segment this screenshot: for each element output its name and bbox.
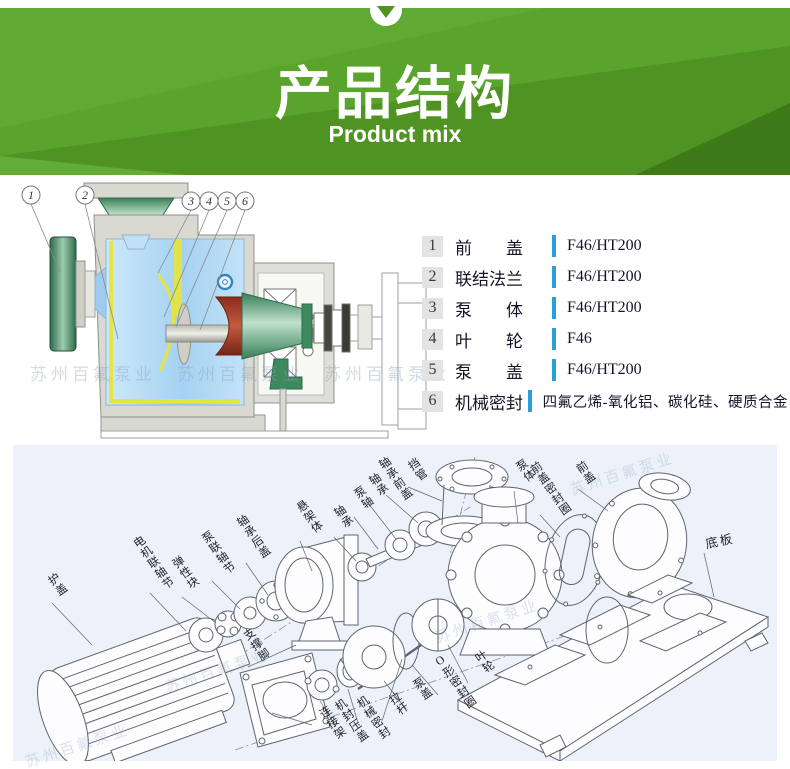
parts-table: 1 前 盖 F46/HT200 2 联结法兰 F46/HT200 3 泵 体 F… xyxy=(422,235,788,421)
part-name: 联结法兰 xyxy=(455,269,523,289)
blue-divider xyxy=(552,359,556,381)
part-name: 叶 轮 xyxy=(455,331,523,351)
row-number: 3 xyxy=(422,297,443,319)
table-row: 4 叶 轮 F46 xyxy=(422,328,788,351)
callout-circles: 1 2 3 4 5 6 xyxy=(21,185,255,211)
exploded-view-section: 护盖 电机联轴节 弹性块 泵联轴节 轴承后盖 悬架体 支撑脚 轴承 泵轴 轴承 … xyxy=(13,445,777,769)
shaft-assembly xyxy=(347,511,444,582)
part-name: 泵 体 xyxy=(455,300,523,320)
part-material: F46 xyxy=(567,330,592,347)
blue-divider xyxy=(527,390,532,412)
callout-6: 6 xyxy=(242,194,248,208)
table-row: 6 机械密封 四氟乙烯-氧化铝、碳化硅、硬质合金 xyxy=(422,390,788,413)
part-name: 泵 盖 xyxy=(455,362,523,382)
exploded-view-drawing xyxy=(37,456,770,761)
page-title: 产品结构 xyxy=(275,62,515,126)
table-row: 5 泵 盖 F46/HT200 xyxy=(422,359,788,382)
callout-3: 3 xyxy=(187,194,194,208)
blue-divider xyxy=(552,297,556,319)
callout-5: 5 xyxy=(224,194,230,208)
page-subtitle: Product mix xyxy=(328,121,462,147)
coupling xyxy=(313,303,351,353)
base-plate xyxy=(100,430,389,439)
row-number: 6 xyxy=(422,390,443,412)
header-banner: 产品结构 Product mix xyxy=(0,0,790,175)
row-number: 5 xyxy=(422,359,443,381)
part-material: 四氟乙烯-氧化铝、碳化硅、硬质合金 xyxy=(542,394,788,411)
blue-divider xyxy=(552,235,556,257)
callout-4: 4 xyxy=(206,194,212,208)
part-material: F46/HT200 xyxy=(567,361,642,378)
part-name: 机械密封 xyxy=(455,393,523,413)
table-row: 3 泵 体 F46/HT200 xyxy=(422,297,788,320)
electric-motor xyxy=(37,617,251,761)
blue-divider xyxy=(552,266,556,288)
impeller xyxy=(411,598,465,652)
part-material: F46/HT200 xyxy=(567,268,642,285)
chevron-down-icon xyxy=(377,6,395,18)
cover-seal-ring xyxy=(585,596,629,664)
banner-background xyxy=(0,8,790,175)
row-number: 1 xyxy=(422,235,443,257)
ptfe-lining xyxy=(109,241,240,403)
support-foot xyxy=(269,358,303,390)
callout-leaders xyxy=(30,203,246,340)
seal-gland xyxy=(304,669,340,701)
table-row: 2 联结法兰 F46/HT200 xyxy=(422,266,788,289)
row-number: 4 xyxy=(422,328,443,350)
suspension-body xyxy=(274,534,359,651)
front-cover xyxy=(591,472,691,599)
top-notch xyxy=(370,0,402,26)
callout-2: 2 xyxy=(82,188,88,202)
base-plate xyxy=(456,574,770,761)
pump-casing xyxy=(83,182,255,418)
callout-1: 1 xyxy=(28,188,34,202)
part-name: 前 盖 xyxy=(455,238,523,258)
pump-body xyxy=(445,486,565,656)
part-material: F46/HT200 xyxy=(567,299,642,316)
structure-section: 1 2 3 4 5 6 苏州百氟泵业 苏州百氟泵业 苏州百氟泵业 1 前 盖 F… xyxy=(0,175,790,445)
row-number: 2 xyxy=(422,266,443,288)
part-material: F46/HT200 xyxy=(567,237,642,254)
suction-flange xyxy=(49,236,107,352)
pump-cover xyxy=(342,625,406,689)
pump-cross-section-diagram: 1 2 3 4 5 6 xyxy=(21,182,427,439)
casing-base xyxy=(100,414,266,433)
watermark: 苏州百氟泵业 苏州百氟泵业 苏州百氟泵业 xyxy=(30,365,450,384)
blue-divider xyxy=(552,328,556,350)
label-leaders xyxy=(51,486,715,728)
table-row: 1 前 盖 F46/HT200 xyxy=(422,235,788,258)
